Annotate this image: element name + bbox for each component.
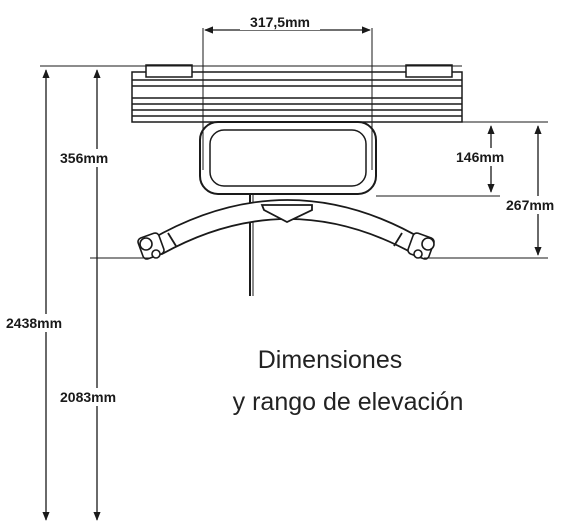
lift-motor-unit (199, 121, 377, 195)
right-hook (407, 232, 435, 260)
reference-lines (40, 28, 548, 259)
ceiling-rail (131, 64, 463, 123)
left-hook (137, 232, 165, 260)
reach-label: 267mm (506, 197, 554, 213)
caption-line-1: Dimensiones (258, 346, 403, 374)
unit-height-label: 146mm (456, 149, 504, 165)
rail-to-hook-label: 356mm (60, 150, 108, 166)
width-label: 317,5mm (250, 14, 310, 30)
caption-line-2: y rango de elevación (233, 388, 464, 416)
total-height-label: 2438mm (6, 315, 62, 331)
floor-to-hook-label: 2083mm (60, 389, 116, 405)
spreader-bar (148, 199, 426, 256)
